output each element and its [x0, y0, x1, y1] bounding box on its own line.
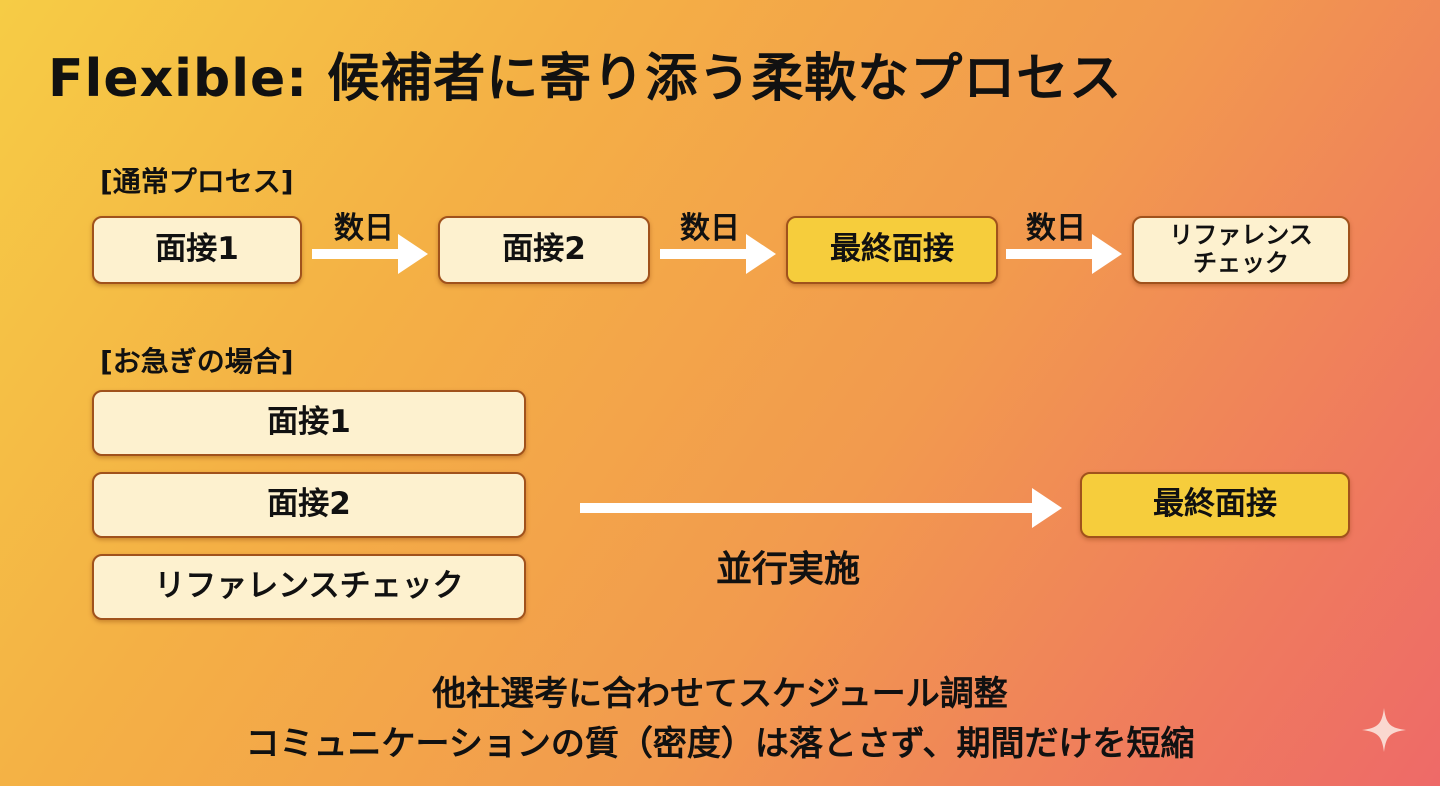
urgent-step-reference-check: リファレンスチェック	[92, 554, 526, 620]
normal-step-interview-2: 面接2	[438, 216, 650, 284]
reference-line-2: チェック	[1193, 249, 1289, 277]
arrow-right-icon	[660, 234, 776, 274]
parallel-label: 並行実施	[716, 549, 861, 590]
normal-step-final-interview: 最終面接	[786, 216, 998, 284]
gap-label-1: 数日	[334, 211, 394, 246]
slide-title: Flexible: 候補者に寄り添う柔軟なプロセス	[48, 49, 1123, 109]
urgent-step-interview-2: 面接2	[92, 472, 526, 538]
arrow-right-icon	[580, 488, 1062, 528]
gap-label-3: 数日	[1026, 211, 1086, 246]
footer-line-1: 他社選考に合わせてスケジュール調整	[432, 674, 1008, 714]
urgent-step-final-interview: 最終面接	[1080, 472, 1350, 538]
sparkle-icon	[1362, 708, 1406, 752]
arrow-right-icon	[312, 234, 428, 274]
urgent-process-label: [お急ぎの場合]	[100, 345, 294, 378]
urgent-step-interview-1: 面接1	[92, 390, 526, 456]
arrow-right-icon	[1006, 234, 1122, 274]
normal-process-label: [通常プロセス]	[100, 165, 294, 198]
footer-line-2: コミュニケーションの質（密度）は落とさず、期間だけを短縮	[245, 724, 1195, 764]
normal-step-reference-check: リファレンス チェック	[1132, 216, 1350, 284]
gap-label-2: 数日	[680, 211, 740, 246]
normal-step-interview-1: 面接1	[92, 216, 302, 284]
reference-line-1: リファレンス	[1169, 221, 1313, 250]
